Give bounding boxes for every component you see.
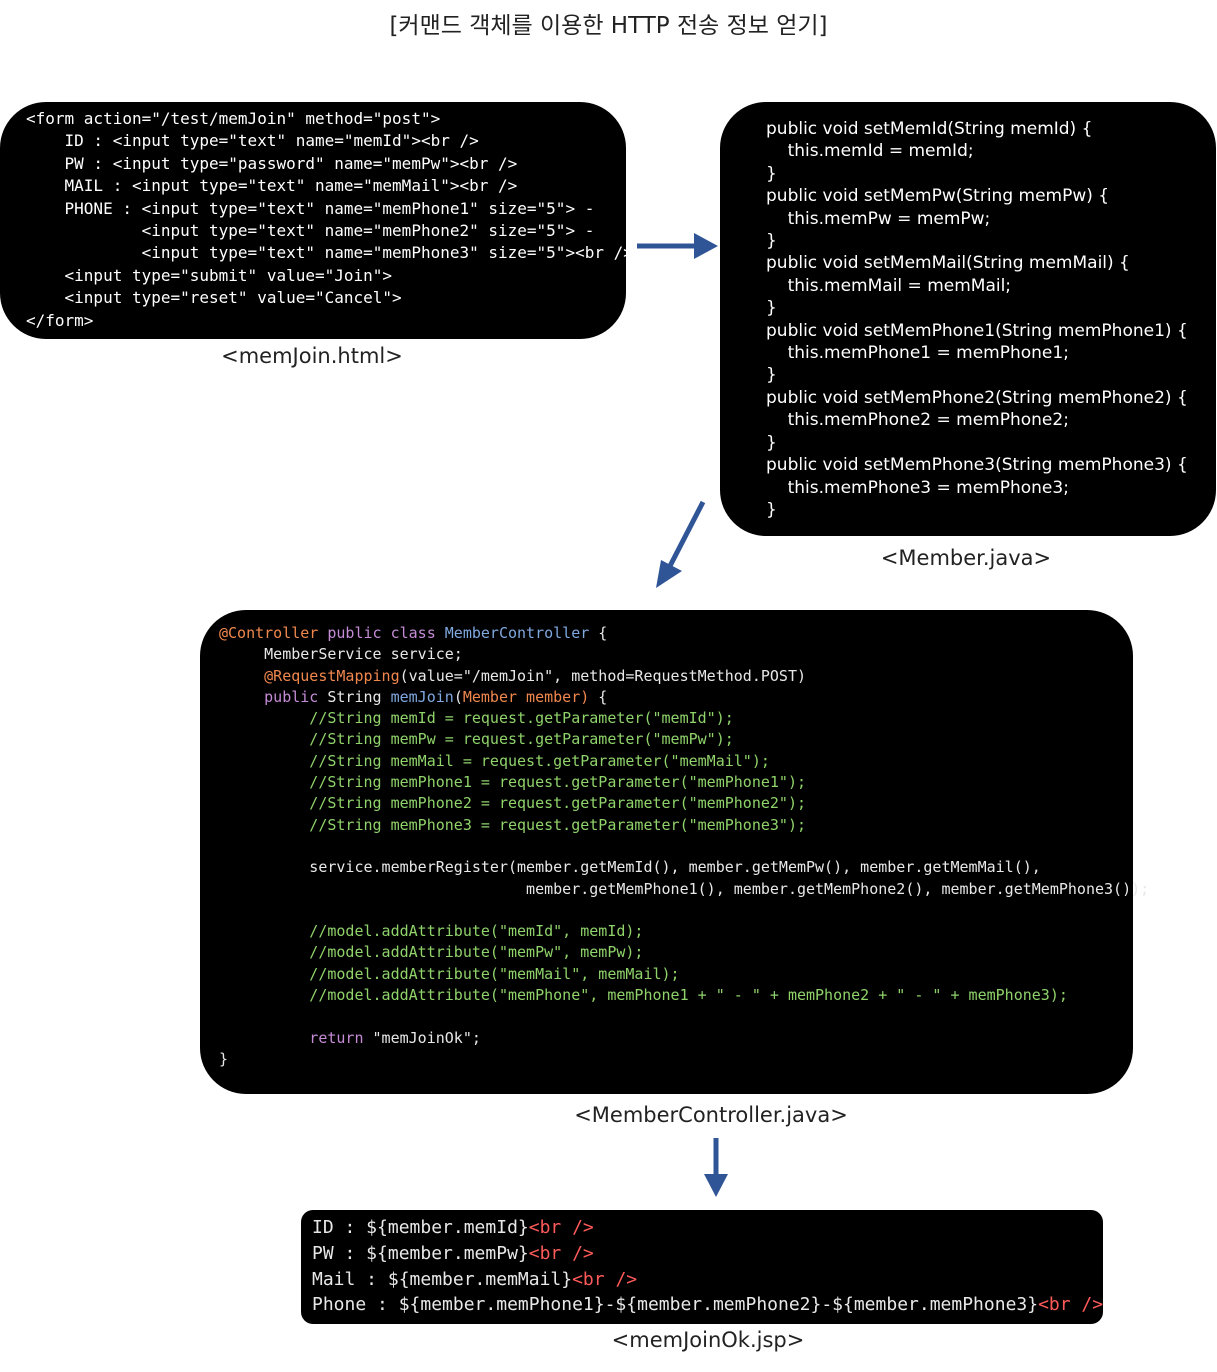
jsp-br-tag: <br /> (1038, 1294, 1104, 1316)
method-name-token: memJoin (390, 687, 454, 706)
jsp-code-line: ID : ${member.memId}<br /> (312, 1215, 1103, 1241)
member-code-line: this.memId = memId; (766, 141, 974, 162)
jsp-br-tag: <br /> (528, 1217, 594, 1238)
html-code-line: MAIL : <input type="text" name="memMail"… (26, 176, 518, 196)
keyword-token: public class (318, 624, 445, 642)
member-code-line: } (766, 499, 777, 520)
member-code-line: this.memPw = memPw; (766, 208, 991, 229)
controller-caption: <MemberController.java> (574, 1103, 848, 1127)
member-code-box: public void setMemId(String memId) { thi… (720, 102, 1216, 536)
html-code-line: <input type="text" name="memPhone2" size… (26, 221, 595, 241)
member-code-line: this.memPhone2 = memPhone2; (766, 410, 1069, 431)
member-code-line: this.memPhone3 = memPhone3; (766, 477, 1069, 498)
jsp-code-box: ID : ${member.memId}<br /> PW : ${member… (301, 1210, 1103, 1324)
code-token: { (589, 687, 608, 706)
jsp-code-line: PW : ${member.memPw}<br /> (312, 1241, 1103, 1267)
html-code-line: <input type="text" name="memPhone3" size… (26, 243, 633, 263)
html-code-line: PHONE : <input type="text" name="memPhon… (26, 198, 595, 218)
return-line: return "memJoinOk"; (219, 1028, 1133, 1049)
member-code-line: this.memMail = memMail; (766, 275, 1012, 296)
jsp-caption: <memJoinOk.jsp> (611, 1328, 805, 1352)
code-token: ( (453, 687, 463, 706)
controller-class-line: @Controller public class MemberControlle… (219, 623, 1133, 644)
code-token: { (589, 624, 608, 642)
indent-token (219, 667, 264, 685)
member-caption: <Member.java> (880, 546, 1052, 570)
closing-brace-line: } (219, 1049, 229, 1068)
jsp-br-tag: <br /> (572, 1268, 638, 1290)
arrow-right-icon (637, 233, 718, 259)
comment-line: //model.addAttribute("memId", memId); (219, 922, 644, 941)
annotation-token: @RequestMapping (264, 666, 400, 685)
member-code-line: public void setMemPhone1(String memPhone… (766, 320, 1188, 341)
jsp-code-line: Phone : ${member.memPhone1}-${member.mem… (312, 1292, 1103, 1318)
blank-line (219, 900, 1133, 921)
member-code-line: public void setMemPhone3(String memPhone… (766, 455, 1188, 476)
member-code-line: } (766, 432, 777, 453)
keyword-token: public (264, 687, 319, 706)
comment-line: //model.addAttribute("memMail", memMail)… (219, 964, 680, 983)
html-caption: <memJoin.html> (221, 344, 403, 368)
jsp-expression: Phone : ${member.memPhone1}-${member.mem… (312, 1294, 1039, 1316)
blank-line (219, 836, 1133, 857)
comment-line: //String memPhone1 = request.getParamete… (219, 773, 806, 792)
service-call-line: member.getMemPhone1(), member.getMemPhon… (219, 879, 1150, 898)
class-name-token: MemberController (444, 624, 590, 642)
controller-code-box: @Controller public class MemberControlle… (200, 610, 1150, 1094)
member-code-line: } (766, 163, 777, 184)
diagram-title: [커맨드 객체를 이용한 HTTP 전송 정보 얻기] (389, 13, 828, 39)
member-code-line: public void setMemPhone2(String memPhone… (766, 387, 1188, 408)
html-code-box: <form action="/test/memJoin" method="pos… (0, 102, 633, 339)
code-token: String (318, 687, 391, 706)
comment-line: //String memPhone2 = request.getParamete… (219, 794, 806, 813)
comment-line: //String memPw = request.getParameter("m… (219, 730, 734, 749)
code-token: (value="/memJoin", method=RequestMethod.… (399, 666, 807, 685)
html-code-line: <input type="submit" value="Join"> (26, 265, 393, 285)
member-code-line: } (766, 298, 777, 319)
html-code-line: <form action="/test/memJoin" method="pos… (26, 109, 441, 128)
controller-method-line: public String memJoin(Member member) { (219, 687, 1133, 708)
blank-line (219, 1006, 1133, 1027)
arrow-down-left-icon (656, 500, 706, 588)
comment-line: //String memPhone3 = request.getParamete… (219, 815, 806, 834)
param-token: Member member) (462, 687, 590, 706)
html-code-line: </form> (26, 310, 94, 330)
indent-token (219, 688, 264, 706)
comment-line: //String memId = request.getParameter("m… (219, 709, 734, 728)
code-token: "memJoinOk"; (363, 1028, 481, 1047)
keyword-token: return (219, 1028, 364, 1047)
comment-line: //model.addAttribute("memPhone", memPhon… (219, 986, 1068, 1005)
controller-mapping-line: @RequestMapping(value="/memJoin", method… (219, 666, 1133, 687)
html-code-line: <input type="reset" value="Cancel"> (26, 288, 402, 308)
member-code-line: public void setMemPw(String memPw) { (766, 186, 1110, 207)
html-code-line: ID : <input type="text" name="memId"><br… (26, 131, 479, 151)
comment-line: //model.addAttribute("memPw", memPw); (219, 943, 644, 962)
jsp-br-tag: <br /> (528, 1242, 594, 1264)
member-code-line: this.memPhone1 = memPhone1; (766, 343, 1069, 364)
arrow-down-icon (704, 1138, 728, 1197)
comment-line: //String memMail = request.getParameter(… (219, 751, 770, 770)
member-code-line: public void setMemId(String memId) { (766, 119, 1093, 139)
annotation-token: @Controller (219, 624, 319, 642)
member-code-line: } (766, 231, 777, 252)
member-code-line: } (766, 365, 777, 386)
member-code-line: public void setMemMail(String memMail) { (766, 253, 1130, 274)
jsp-expression: PW : ${member.memPw} (312, 1242, 529, 1264)
jsp-expression: ID : ${member.memId} (312, 1217, 529, 1238)
jsp-expression: Mail : ${member.memMail} (312, 1268, 573, 1290)
jsp-code-line: Mail : ${member.memMail}<br /> (312, 1267, 1103, 1293)
controller-field-line: MemberService service; (219, 645, 463, 664)
service-call-line: service.memberRegister(member.getMemId()… (219, 858, 1041, 877)
html-code-line: PW : <input type="password" name="memPw"… (26, 153, 518, 173)
